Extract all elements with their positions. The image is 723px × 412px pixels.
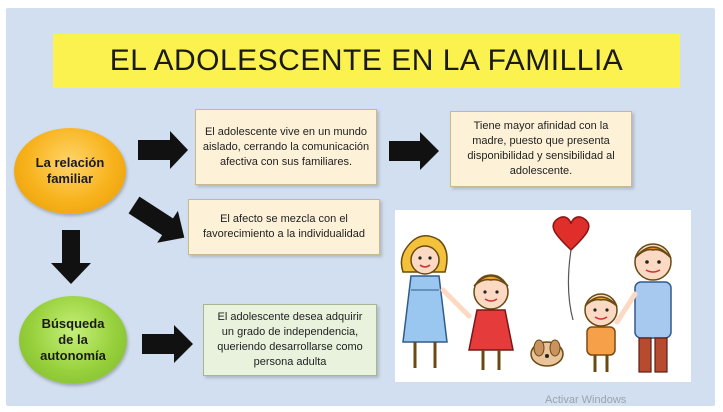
box-mundo-aislado-text: El adolescente vive en un mundo aislado,… [202, 125, 370, 168]
arrow-down-icon [51, 230, 91, 284]
title-banner: EL ADOLESCENTE EN LA FAMILLIA [53, 34, 680, 88]
node-busqueda-label: Búsqueda de la autonomía [40, 316, 106, 363]
father-figure [614, 243, 672, 373]
box-afinidad-madre: Tiene mayor afinidad con la madre, puest… [450, 111, 632, 187]
windows-activation-watermark: Activar Windows [545, 394, 627, 406]
box-independencia-text: El adolescente desea adquirir un grado d… [217, 311, 363, 368]
boy-figure [584, 293, 618, 372]
node-busqueda-autonomia: Búsqueda de la autonomía [19, 296, 127, 384]
dog-figure [530, 339, 564, 367]
mother-figure [400, 235, 472, 368]
box-mundo-aislado: El adolescente vive en un mundo aislado,… [195, 109, 377, 185]
node-relacion-familiar: La relación familiar [14, 128, 126, 214]
box-independencia: El adolescente desea adquirir un grado d… [203, 304, 377, 376]
page-title: EL ADOLESCENTE EN LA FAMILLIA [109, 44, 624, 77]
family-illustration [395, 210, 691, 382]
arrow-right-icon [138, 131, 188, 169]
box-afecto: El afecto se mezcla con el favorecimient… [188, 199, 380, 255]
node-relacion-label: La relación familiar [35, 155, 105, 186]
arrow-diagonal-icon [128, 196, 185, 243]
girl-figure [468, 274, 514, 370]
box-afecto-text: El afecto se mezcla con el favorecimient… [202, 213, 366, 240]
box-afinidad-text: Tiene mayor afinidad con la madre, puest… [467, 120, 615, 177]
arrow-right-icon [142, 325, 193, 363]
arrow-right-icon [389, 132, 439, 170]
